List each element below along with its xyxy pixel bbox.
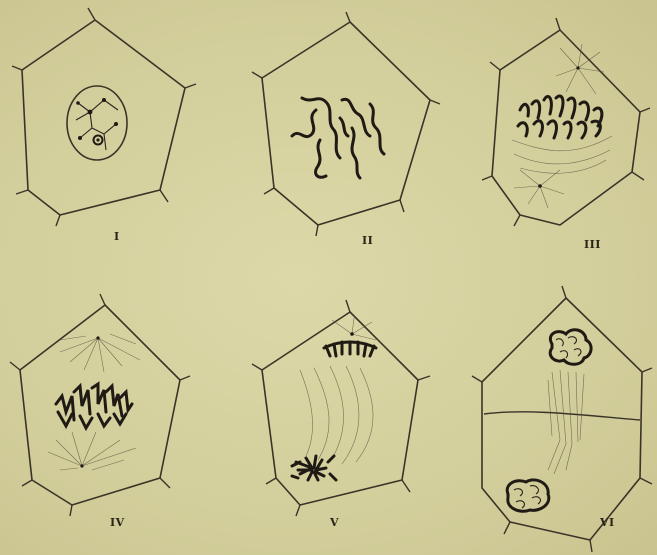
lower-daughter-nucleus (507, 480, 549, 511)
figure-iii-cell (482, 18, 650, 226)
figure-vi-cell (472, 286, 652, 552)
figure-label-iii: III (584, 238, 601, 251)
figure-v-cell (252, 300, 430, 516)
figure-label-vi: VI (600, 516, 615, 529)
figure-iv-cell (10, 294, 190, 516)
figure-label-ii: II (362, 234, 373, 247)
figure-label-i: I (114, 230, 120, 243)
figure-ii-cell (252, 12, 440, 236)
figure-label-iv: IV (110, 516, 125, 529)
figure-i-cell (12, 8, 196, 226)
figure-label-v: V (330, 516, 339, 529)
upper-daughter-nucleus (550, 330, 591, 365)
